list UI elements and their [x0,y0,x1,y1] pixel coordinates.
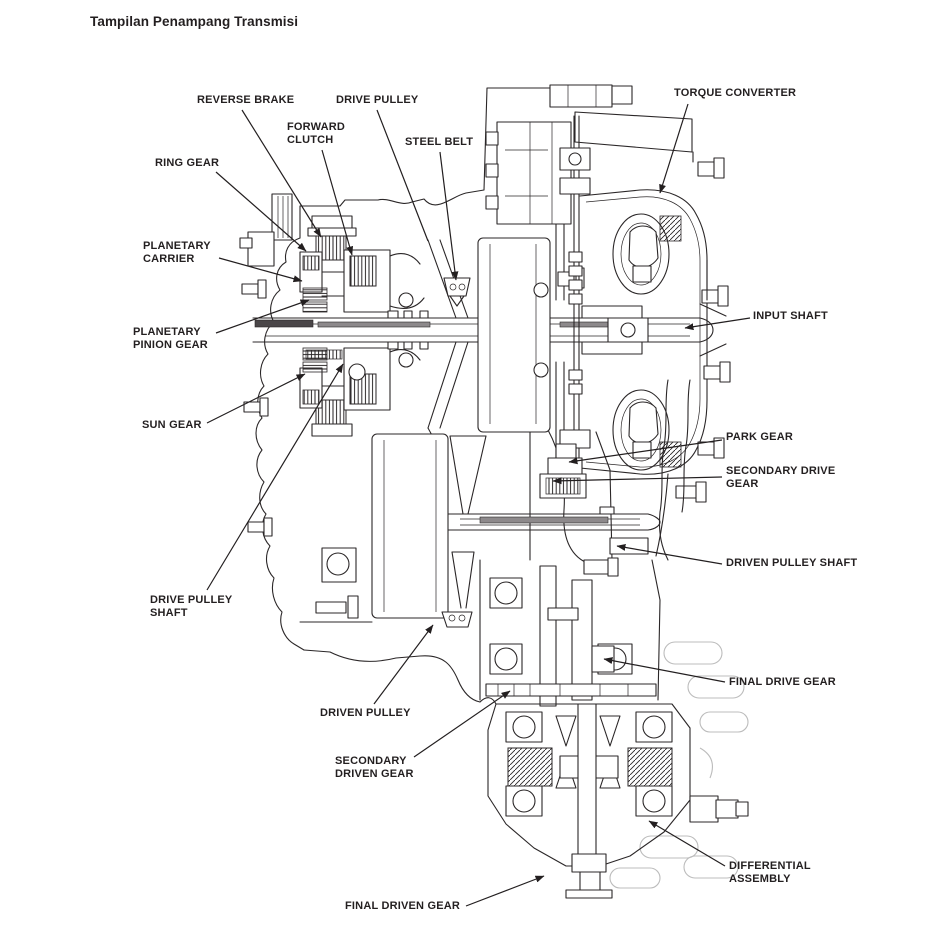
label-final-driven-gear: FINAL DRIVEN GEAR [345,900,461,912]
label-input-shaft: INPUT SHAFT [753,310,828,322]
label-ring-gear: RING GEAR [155,157,220,169]
leader-driven-pulley-shaft [616,543,723,565]
leader-input-shaft [684,317,751,331]
label-park-gear: PARK GEAR [726,431,793,443]
leader-drive-pulley [376,109,429,242]
label-driven-pulley: DRIVEN PULLEY [320,707,411,719]
park-gear-drawing [529,379,707,577]
label-torque-converter: TORQUE CONVERTER [674,87,797,99]
leader-planetary-pinion-gear [215,299,310,334]
steel-belt-lower-drawing [441,611,473,628]
leader-differential-assembly [648,820,726,867]
leader-secondary-drive-gear [552,476,723,485]
leader-park-gear [568,439,723,465]
leader-torque-converter [659,103,689,194]
secondary-gear-cluster-drawing [479,559,661,707]
leader-secondary-driven-gear [413,690,511,758]
steel-belt-drawing [443,277,471,307]
page-title: Tampilan Penampang Transmisi [90,14,299,29]
leader-forward-clutch [321,149,354,256]
leader-steel-belt [439,151,459,281]
label-driven-pulley-shaft: DRIVEN PULLEY SHAFT [726,557,858,569]
leader-lines [206,103,751,907]
leader-ring-gear [215,171,307,252]
leader-sun-gear [206,373,306,424]
label-steel-belt: STEEL BELT [405,136,474,148]
driven-pulley-shaft-drawing [447,506,661,555]
drive-pulley-drawing [427,237,551,433]
label-drive-pulley: DRIVE PULLEY [336,94,419,106]
leader-final-driven-gear [465,875,545,907]
engine-mount-drawing [485,84,693,225]
phantom-outlines [609,641,749,889]
driven-pulley-drawing [315,433,487,628]
differential-assembly-drawing [479,697,749,899]
planetary-clutch-assembly-drawing [299,215,425,437]
leader-drive-pulley-shaft [206,363,344,591]
label-reverse-brake: REVERSE BRAKE [197,94,295,106]
leader-planetary-carrier [218,257,303,283]
leader-reverse-brake [241,109,322,238]
leader-final-drive-gear [603,657,726,683]
label-final-drive-gear: FINAL DRIVE GEAR [729,676,836,688]
leader-driven-pulley [373,624,434,705]
label-sun-gear: SUN GEAR [142,419,202,431]
torque-converter-drawing [579,151,731,557]
